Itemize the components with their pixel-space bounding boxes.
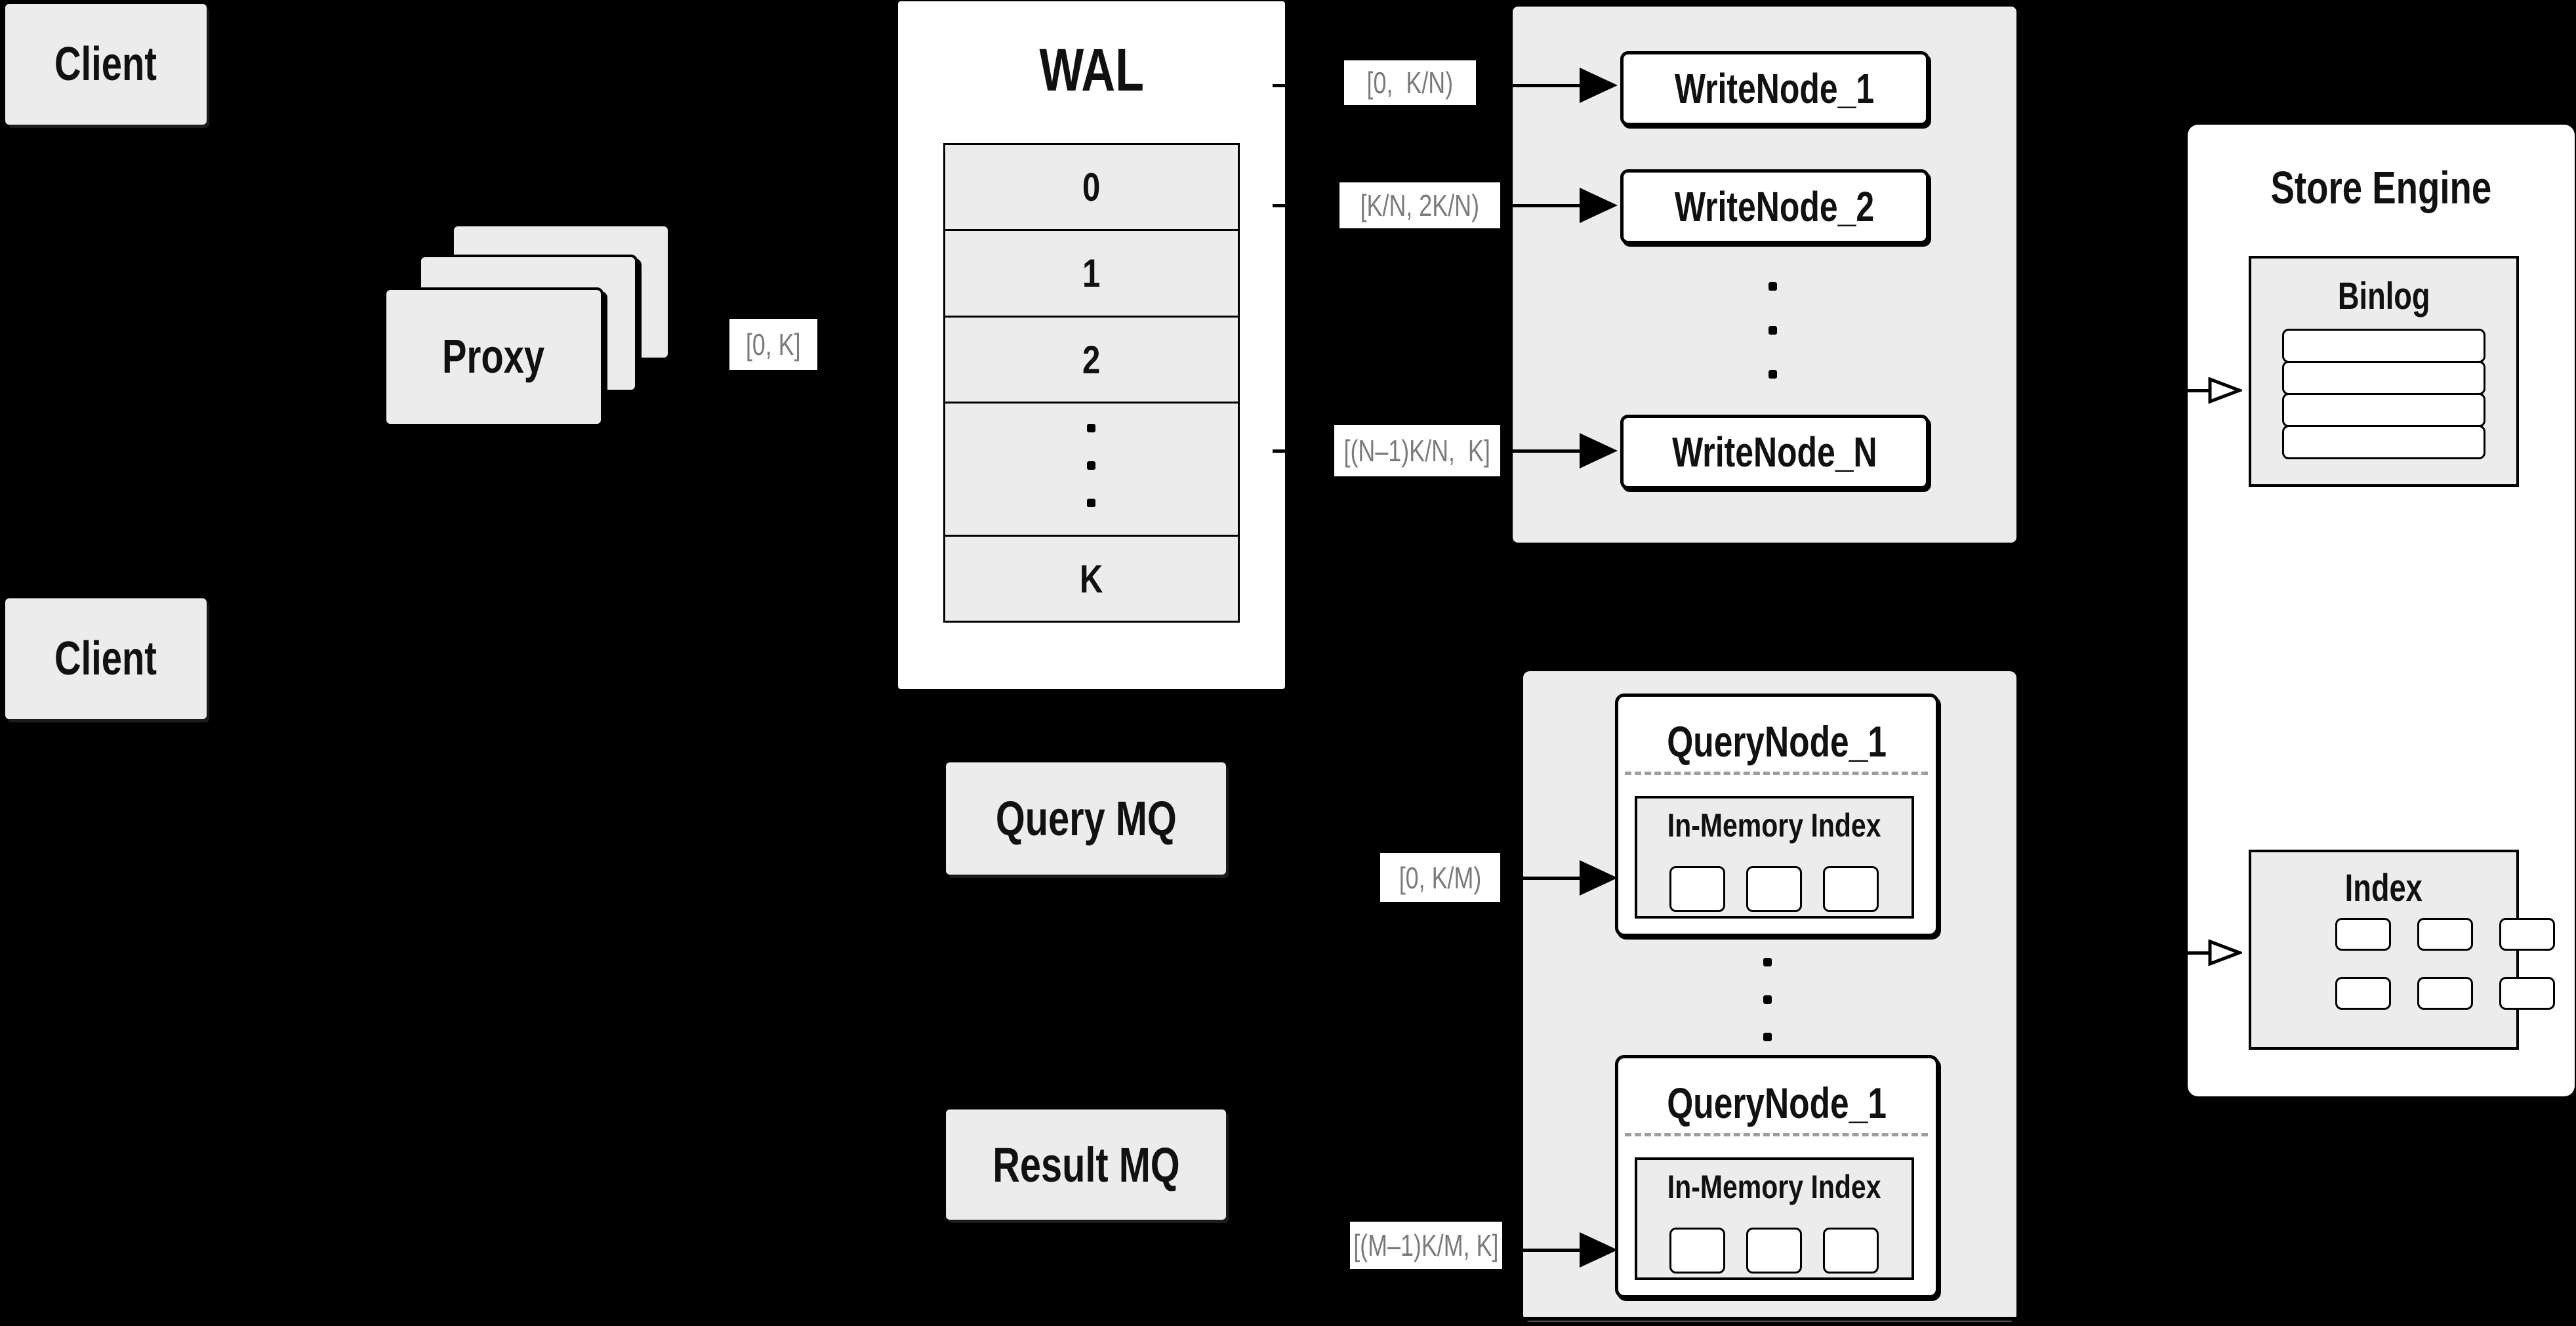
write-node-2: WriteNode_2 [1620,169,1929,244]
binlog-row [2282,425,2485,459]
result-return-line [1523,1317,2016,1321]
wal-connector-tick-2 [1273,204,1337,207]
index-box: Index [2249,850,2555,1050]
query-mq-box: Query MQ [946,762,1226,875]
index-cell [2499,918,2555,951]
query-node-bottom-title: QueryNode_1 [1667,1078,1887,1127]
segment-cell [1746,866,1802,912]
wal-dots-icon [1087,499,1095,507]
divider-dashed [1625,772,1928,775]
range-label-write-1: [0, K/N) [1344,60,1476,105]
wal-connector-tick-3 [1273,449,1332,453]
binlog-title: Binlog [2337,274,2430,318]
in-memory-index-title: In-Memory Index [1667,807,1881,844]
in-memory-index-box: In-Memory Index [1635,1157,1914,1280]
wal-dots-icon [1087,461,1095,470]
arrowhead-icon [1580,1232,1618,1268]
query-node-bottom: QueryNode_1 In-Memory Index [1615,1055,1939,1298]
wal-dots-icon [1087,424,1095,432]
binlog-row [2282,361,2485,395]
arrowhead-icon [1580,433,1618,468]
query-node-top-title: QueryNode_1 [1667,716,1887,766]
proxy-stack: Proxy [384,224,712,460]
open-arrowhead-icon [2208,940,2242,966]
index-cell [2417,918,2473,951]
index-cell [2499,977,2555,1010]
arrowhead-icon [1580,860,1618,896]
index-title: Index [2344,866,2423,909]
wal-row-1: 1 [943,229,1240,318]
wal-row-2: 2 [943,316,1240,404]
result-mq-label: Result MQ [992,1137,1180,1192]
binlog-box: Binlog [2249,256,2519,487]
query-mq-label: Query MQ [995,791,1177,846]
range-label-query-1: [0, K/M) [1380,853,1500,902]
divider-dashed [1625,1133,1928,1136]
wal-table: 0 1 2 K [943,143,1240,623]
wal-connector-tick-1 [1273,84,1341,87]
segment-cell [1669,1228,1725,1274]
segment-cell [1823,866,1879,912]
segment-cell [1823,1228,1879,1274]
range-label-proxy-wal: [0, K] [729,319,817,370]
index-cell [2335,977,2391,1010]
store-engine-panel: Store Engine Binlog Index [2188,125,2575,1096]
proxy-label: Proxy [442,331,545,383]
arrowhead-icon [1580,188,1618,223]
wal-title: WAL [1039,36,1144,104]
client-top-label: Client [54,38,157,91]
write-node-1: WriteNode_1 [1620,51,1929,126]
write-node-n: WriteNode_N [1620,415,1929,489]
index-cell [2335,918,2391,951]
client-box-bottom: Client [5,598,207,719]
store-engine-title: Store Engine [2270,162,2492,213]
range-label-write-2: [K/N, 2K/N) [1339,182,1500,228]
proxy-card-front: Proxy [384,287,603,426]
segment-cell [1746,1228,1802,1274]
arrowhead-icon [1580,68,1618,103]
result-mq-box: Result MQ [946,1109,1226,1220]
binlog-row [2282,393,2485,427]
wal-panel: WAL 0 1 2 K [898,1,1285,689]
wal-row-0: 0 [943,143,1240,231]
in-memory-index-title: In-Memory Index [1667,1169,1881,1205]
range-label-query-m: [(M–1)K/M, K] [1350,1222,1502,1269]
in-memory-index-box: In-Memory Index [1635,796,1914,919]
query-node-top: QueryNode_1 In-Memory Index [1615,694,1939,937]
wal-row-k: K [943,535,1240,623]
client-box-top: Client [5,4,207,125]
range-label-write-n: [(N–1)K/N, K] [1334,425,1500,476]
binlog-row [2282,329,2485,363]
open-arrowhead-icon [2208,377,2242,404]
index-cell [2417,977,2473,1010]
segment-cell [1669,866,1725,912]
client-bottom-label: Client [54,632,157,685]
wal-row-ellipsis [943,402,1240,537]
